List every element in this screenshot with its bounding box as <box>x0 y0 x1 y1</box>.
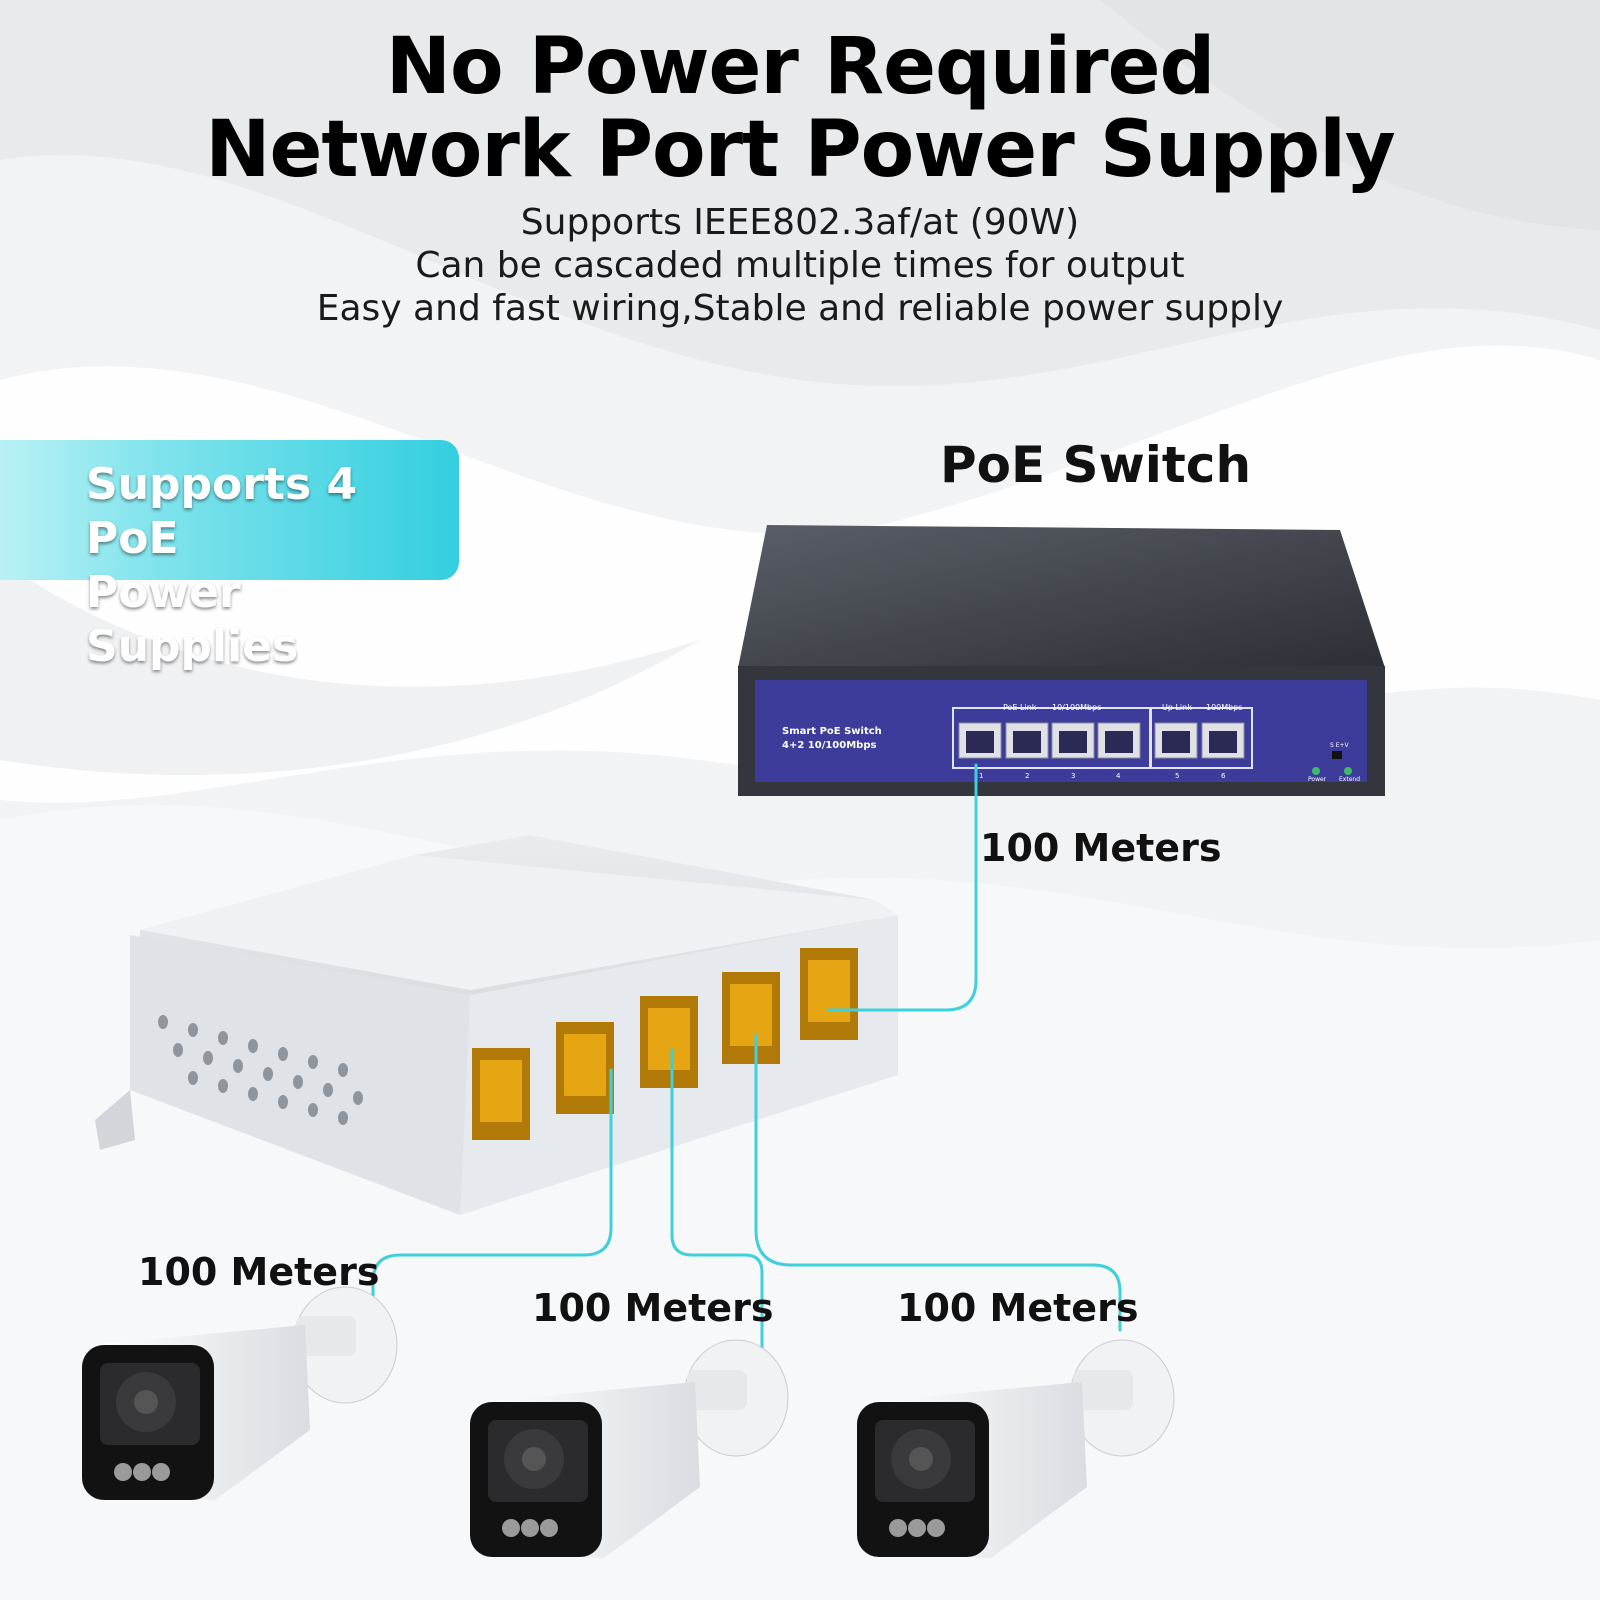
extend-led-icon <box>1344 767 1352 775</box>
port-number-3: 3 <box>1071 772 1075 780</box>
port-number-2: 2 <box>1025 772 1029 780</box>
feature-line-2: Can be cascaded multiple times for outpu… <box>415 245 1185 286</box>
network-cables <box>371 763 1122 1352</box>
feature-badge-text: Supports 4 PoE Power Supplies <box>86 458 446 674</box>
distance-camera-left: 100 Meters <box>138 1250 380 1294</box>
port-number-4: 4 <box>1116 772 1121 780</box>
extender-ports <box>472 948 858 1140</box>
switch-group1-speed: 10/100Mbps <box>1052 703 1101 712</box>
poe-switch-device: Smart PoE Switch 4+2 10/100Mbps PoE Link… <box>738 525 1385 796</box>
power-led-icon <box>1312 767 1320 775</box>
badge-line-2: Power Supplies <box>86 567 299 672</box>
distance-camera-right: 100 Meters <box>897 1286 1139 1330</box>
distance-camera-middle: 100 Meters <box>532 1286 774 1330</box>
port-number-5: 5 <box>1175 772 1179 780</box>
cable-camera-left <box>371 1068 613 1302</box>
headline-line-1: No Power Required <box>385 22 1216 112</box>
switch-group1-label: PoE Link <box>1003 703 1037 712</box>
camera-middle <box>470 1339 789 1558</box>
poe-switch-title: PoE Switch <box>940 436 1252 494</box>
feature-line-1: Supports IEEE802.3af/at (90W) <box>520 202 1080 243</box>
cable-camera-middle <box>670 1048 764 1352</box>
switch-power-label: Power <box>1308 776 1327 783</box>
cable-switch-to-extender <box>826 763 978 1012</box>
badge-line-1: Supports 4 PoE <box>86 459 358 564</box>
switch-panel-name: Smart PoE Switch <box>782 726 882 737</box>
switch-extend-label: Extend <box>1339 776 1360 783</box>
poe-extender-device <box>95 835 898 1215</box>
cable-camera-right <box>754 1033 1122 1332</box>
switch-dip <box>1332 751 1342 759</box>
camera-left <box>82 1286 398 1500</box>
switch-group2-label: Up Link <box>1162 703 1192 712</box>
extender-vent-holes <box>158 1015 363 1125</box>
feature-badge <box>0 440 459 580</box>
headline-line-2: Network Port Power Supply <box>205 105 1396 195</box>
feature-line-3: Easy and fast wiring,Stable and reliable… <box>316 288 1284 329</box>
switch-panel-spec: 4+2 10/100Mbps <box>782 740 876 751</box>
port-number-1: 1 <box>979 772 983 780</box>
port-number-6: 6 <box>1221 772 1226 780</box>
switch-dip-label: S E+V <box>1330 742 1350 749</box>
distance-switch-extender: 100 Meters <box>980 826 1222 870</box>
switch-group2-speed: 100Mbps <box>1206 703 1243 712</box>
camera-right <box>857 1339 1175 1558</box>
